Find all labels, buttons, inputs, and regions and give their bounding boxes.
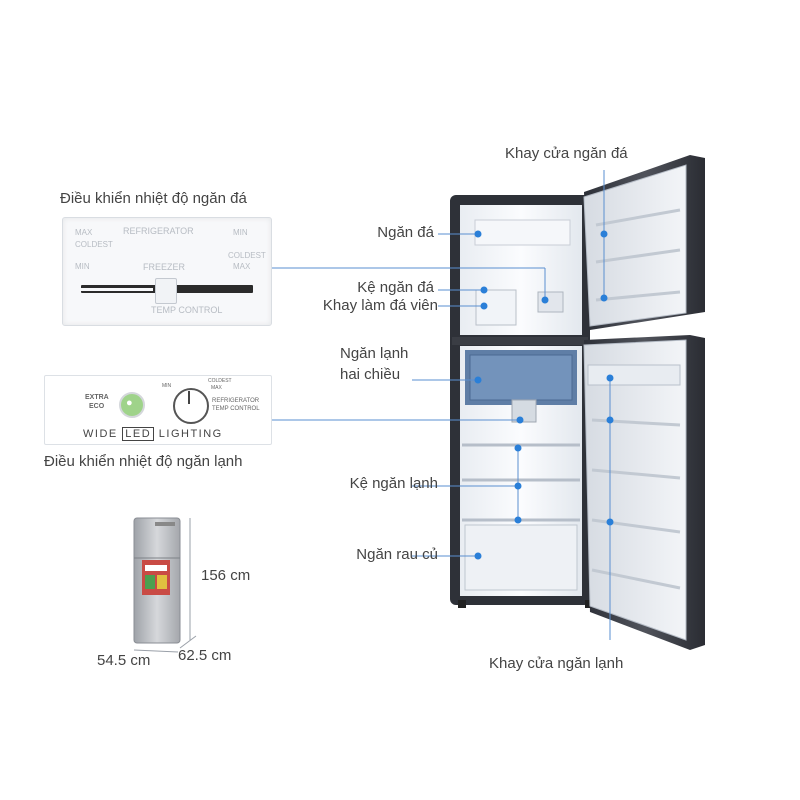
label-freezer: Ngăn đá [377, 224, 434, 241]
label-freezer-door-tray: Khay cửa ngăn đá [505, 145, 628, 162]
led-label: LED [122, 427, 155, 441]
freezer-control-panel: MAX REFRIGERATOR MIN COLDEST COLDEST MIN… [62, 217, 272, 326]
fridge-temp-dial[interactable] [173, 388, 209, 424]
eco-button[interactable] [119, 392, 145, 418]
extra-label: EXTRA [85, 394, 109, 401]
label-two-way-line1: Ngăn lạnh [340, 345, 409, 362]
panel-temp-control-label: TEMP CONTROL [151, 305, 223, 315]
panel-min-right: MIN [233, 228, 248, 237]
eco-leaf-icon: ● [126, 397, 133, 409]
dial-refrigerator-label: REFRIGERATOR [212, 398, 260, 404]
panel-max-right: MAX [233, 262, 251, 271]
label-fridge-control: Điều khiển nhiệt độ ngăn lạnh [44, 453, 243, 470]
label-two-way-line2: hai chiều [340, 366, 401, 383]
callout-dots [474, 230, 614, 560]
dial-coldest-label: COLDEST [208, 378, 232, 384]
dimension-height: 156 cm [201, 567, 251, 584]
label-vegetable: Ngăn rau củ [356, 546, 438, 563]
label-fridge-shelf: Kệ ngăn lạnh [349, 475, 438, 492]
panel-max-left: MAX [75, 228, 93, 237]
dimension-width: 54.5 cm [97, 652, 151, 669]
panel-min-left: MIN [75, 262, 90, 271]
dial-min-label: MIN [162, 383, 172, 389]
panel-refrigerator-label: REFRIGERATOR [123, 226, 194, 236]
dial-temp-control-label: TEMP CONTROL [212, 406, 260, 412]
dial-max-label: MAX [211, 385, 222, 391]
dimension-depth: 62.5 cm [178, 647, 232, 664]
label-freezer-shelf: Kệ ngăn đá [357, 279, 434, 296]
fridge-control-panel: EXTRA ECO ● MIN COLDEST MAX REFRIGERATOR… [44, 375, 272, 445]
freezer-slider-knob[interactable] [155, 278, 177, 304]
lighting-label: LIGHTING [158, 428, 223, 440]
dial-pointer [188, 391, 190, 404]
label-fridge-door-tray: Khay cửa ngăn lạnh [489, 655, 624, 672]
small-fridge-image [133, 517, 197, 653]
panel-coldest-left: COLDEST [75, 240, 113, 249]
wide-led-lighting: WIDE LED LIGHTING [83, 427, 223, 441]
wide-label: WIDE [83, 428, 118, 440]
eco-label: ECO [89, 403, 105, 410]
freezer-slider-highlight [81, 288, 153, 291]
panel-coldest-right: COLDEST [228, 251, 266, 260]
label-freezer-control: Điều khiển nhiệt độ ngăn đá [60, 190, 247, 207]
panel-freezer-label: FREEZER [143, 262, 186, 272]
label-ice-tray: Khay làm đá viên [322, 297, 438, 314]
